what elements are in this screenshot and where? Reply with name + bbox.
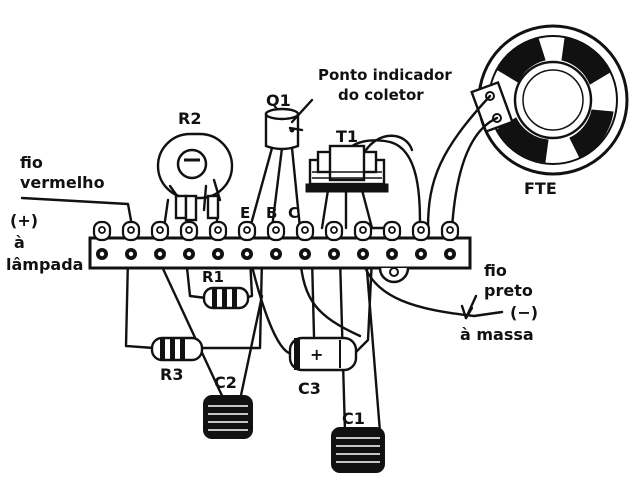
- terminal-lug: [179, 220, 199, 260]
- label-r3: R3: [160, 365, 183, 384]
- label-c2: C2: [214, 373, 237, 392]
- terminal-lug: [440, 220, 460, 260]
- label-r1: R1: [202, 268, 224, 286]
- trimpot-r2: [156, 132, 234, 222]
- label-black-wire-line1: fio: [484, 261, 507, 280]
- label-c3: C3: [298, 379, 321, 398]
- collector-note-line2: do coletor: [338, 86, 424, 104]
- label-pin-c: C: [288, 204, 299, 222]
- label-plus-line2: à: [14, 233, 25, 252]
- terminal-lugs: [92, 220, 460, 260]
- resistor-r1: [202, 286, 250, 310]
- transformer-t1: [305, 144, 389, 193]
- label-red-wire-line2: vermelho: [20, 173, 105, 192]
- label-plus-line3: lâmpada: [6, 255, 83, 274]
- terminal-strip: [88, 220, 472, 284]
- label-black-wire-line2: preto: [484, 281, 533, 300]
- terminal-lug: [324, 220, 344, 260]
- terminal-lug: [92, 220, 112, 260]
- terminal-lug: [411, 220, 431, 260]
- resistor-r3: [150, 336, 204, 362]
- capacitor-c2: [203, 395, 253, 439]
- collector-pointer: [290, 98, 314, 124]
- collector-note-line1: Ponto indicador: [318, 66, 452, 84]
- terminal-lug: [121, 220, 141, 260]
- terminal-lug: [382, 220, 402, 260]
- label-pin-e: E: [240, 204, 250, 222]
- speaker-fte: [470, 24, 629, 176]
- terminal-lug: [150, 220, 170, 260]
- transistor-q1: [264, 107, 304, 151]
- terminal-lug: [237, 220, 257, 260]
- capacitor-c3: [288, 336, 358, 372]
- label-c1: C1: [342, 409, 365, 428]
- black-wire-arrow: [460, 304, 474, 320]
- label-red-wire-line1: fio: [20, 153, 43, 172]
- label-pin-b: B: [266, 204, 277, 222]
- terminal-lug: [295, 220, 315, 260]
- label-minus-line1: (−): [510, 303, 538, 322]
- label-t1: T1: [336, 127, 358, 146]
- label-minus-line2: à massa: [460, 325, 534, 344]
- capacitor-c1: [331, 427, 385, 473]
- label-r2: R2: [178, 109, 201, 128]
- label-fte: FTE: [524, 179, 557, 198]
- speaker-terminal-plate: [470, 80, 514, 134]
- label-c3-polarity: +: [310, 345, 323, 364]
- terminal-lug: [353, 220, 373, 260]
- label-q1: Q1: [266, 91, 291, 110]
- terminal-lug: [266, 220, 286, 260]
- label-plus-line1: (+): [10, 211, 38, 230]
- terminal-lug: [208, 220, 228, 260]
